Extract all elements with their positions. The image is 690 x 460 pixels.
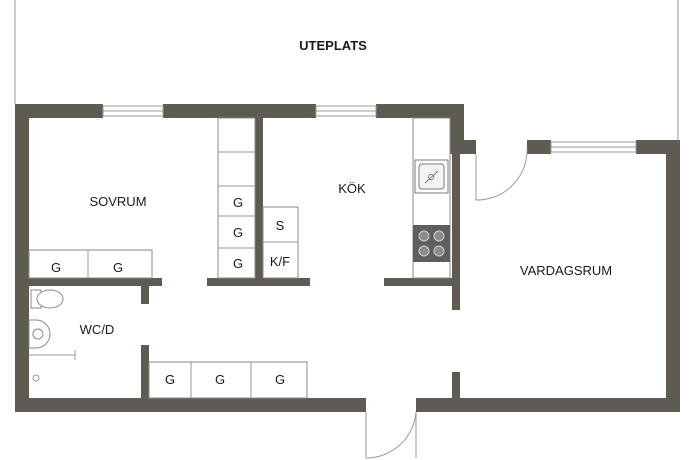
toilet-icon: [30, 289, 64, 309]
room-label-sovrum: SOVRUM: [89, 194, 146, 209]
cabinet-sovrum-2: G: [113, 260, 123, 275]
shower-drain-line: [29, 350, 76, 382]
washbasin-icon: [28, 319, 51, 349]
vardagsrum-door: [475, 147, 528, 201]
interior-walls: [29, 118, 460, 398]
cabinet-hall-3: G: [233, 256, 243, 271]
cabinet-kitchen-3: G: [275, 372, 285, 387]
room-label-uteplats: UTEPLATS: [299, 38, 367, 53]
cabinet-sovrum-1: G: [51, 260, 61, 275]
kitchen-tall-units: S K/F: [262, 206, 299, 279]
outer-walls: [15, 104, 680, 412]
stove-icon: [413, 225, 450, 262]
terrace-outline: [14, 0, 679, 142]
cabinet-kitchen-1: G: [165, 372, 175, 387]
cabinet-kitchen-2: G: [215, 372, 225, 387]
window-vardagsrum: [550, 141, 637, 153]
room-label-wc: WC/D: [80, 322, 115, 337]
hall-bottom-wardrobe: G G G: [148, 361, 308, 399]
cabinet-s: S: [276, 218, 285, 233]
sovrum-wardrobe: G G: [28, 249, 153, 279]
window-sovrum: [102, 105, 164, 117]
hall-wardrobe: G G G: [217, 117, 256, 279]
room-label-kok: KÖK: [338, 181, 366, 196]
sink-icon: [414, 159, 449, 194]
cabinet-kf: K/F: [270, 254, 290, 269]
room-label-vardagsrum: VARDAGSRUM: [520, 263, 612, 278]
window-kok: [315, 105, 377, 117]
cabinet-hall-2: G: [233, 225, 243, 240]
cabinet-hall-1: G: [233, 195, 243, 210]
kitchen-counter: [412, 117, 451, 279]
entrance-door: [365, 411, 417, 459]
